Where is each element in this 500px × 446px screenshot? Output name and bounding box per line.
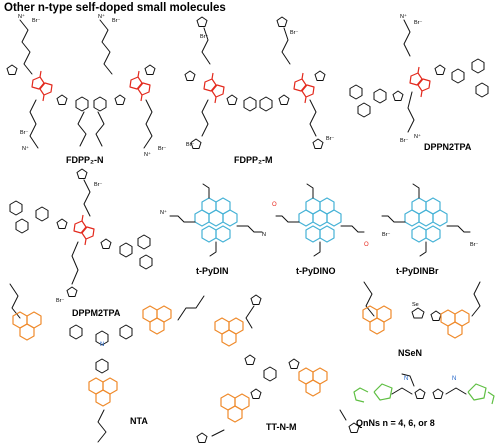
- label-dppn2tpa: DPPN2TPA: [424, 142, 472, 152]
- label-nsen: NSeN: [398, 348, 422, 358]
- atom-n: N: [404, 376, 408, 382]
- label-tt-n-m: TT-N-M: [266, 422, 297, 432]
- atom-br: Br⁻: [414, 20, 423, 26]
- molecule-fdpp2-n: N⁺ Br⁻ N⁺ Br⁻ Br⁻ N⁺ N⁺ Br⁻ FDPP₂-N: [6, 13, 167, 165]
- atom-n-plus: N⁺: [414, 133, 421, 140]
- label-fdpp2-n: FDPP₂-N: [66, 155, 104, 165]
- atom-n: N: [262, 232, 266, 238]
- atom-br: Br⁻: [400, 138, 409, 144]
- atom-br: Br⁻: [186, 142, 195, 148]
- atom-n-plus: N⁺: [144, 151, 151, 158]
- atom-n: N: [452, 376, 456, 382]
- molecule-dppm2tpa: Br⁻ Br⁻ DPPM2TPA: [9, 168, 153, 318]
- label-dppm2tpa: DPPM2TPA: [72, 308, 121, 318]
- atom-br: Br⁻: [326, 136, 335, 142]
- atom-n: N: [100, 342, 104, 348]
- molecule-qnns: N N QnNs n = 4, 6, or 8: [353, 373, 495, 428]
- atom-n-plus: N⁺: [400, 13, 407, 20]
- atom-br: Br⁻: [290, 30, 299, 36]
- label-t-pydin: t-PyDIN: [196, 266, 229, 276]
- figure-title: Other n-type self-doped small molecules: [4, 2, 226, 14]
- molecule-nsen: Se NSeN: [362, 281, 481, 358]
- label-qnns: QnNs n = 4, 6, or 8: [356, 418, 435, 428]
- molecule-t-pydinbr: Br⁻ Br⁻ t-PyDINBr: [381, 183, 479, 276]
- atom-br: Br⁻: [200, 34, 209, 40]
- molecule-fdpp2-m: Br⁻ Br⁻ Br⁻ Br⁻ FDPP₂-M: [184, 16, 335, 165]
- atom-br: Br⁻: [20, 130, 29, 136]
- molecule-t-pydin: N⁺ N t-PyDIN: [160, 183, 266, 276]
- atom-n-plus: N⁺: [160, 209, 167, 216]
- atom-br: Br⁻: [56, 298, 65, 304]
- atom-o: O: [272, 202, 277, 208]
- molecule-tt-n-m: TT-N-M: [196, 294, 360, 443]
- atom-br: Br⁻: [94, 182, 103, 188]
- label-t-pydinbr: t-PyDINBr: [396, 266, 439, 276]
- atom-o: O: [364, 242, 369, 248]
- molecule-dppn2tpa: N⁺ Br⁻ Br⁻ N⁺ DPPN2TPA: [349, 13, 489, 152]
- atom-se: Se: [412, 302, 419, 308]
- atom-br: Br⁻: [32, 18, 41, 24]
- atom-br: Br⁻: [470, 242, 479, 248]
- label-t-pydino: t-PyDINO: [296, 266, 336, 276]
- atom-n-plus: N⁺: [98, 13, 105, 20]
- label-fdpp2-m: FDPP₂-M: [234, 155, 273, 165]
- atom-br: Br⁻: [382, 232, 391, 238]
- atom-br: Br⁻: [158, 146, 167, 152]
- molecule-nta: N NTA: [9, 283, 205, 443]
- label-nta: NTA: [130, 416, 148, 426]
- atom-br: Br⁻: [112, 18, 121, 24]
- molecule-t-pydino: O O t-PyDINO: [272, 183, 369, 276]
- atom-n-plus: N⁺: [18, 13, 25, 20]
- atom-n-plus: N⁺: [22, 145, 29, 152]
